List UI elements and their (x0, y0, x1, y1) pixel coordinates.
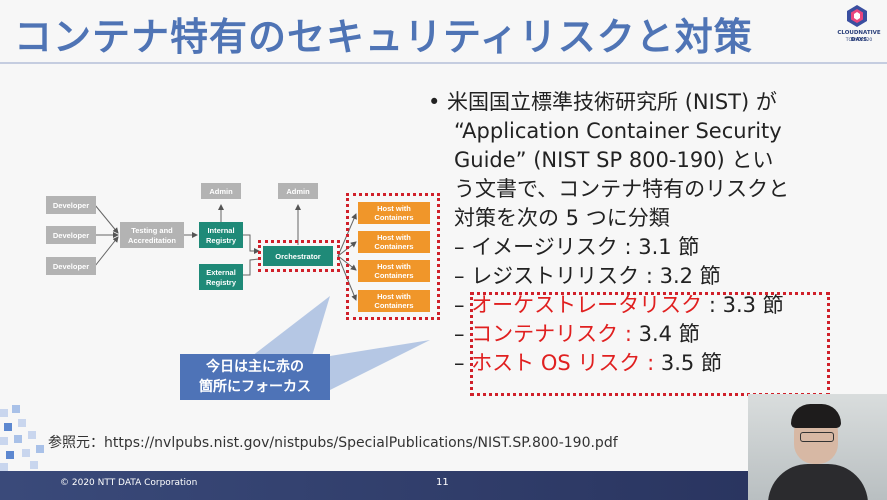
external-registry-label-2: Registry (206, 278, 237, 287)
risk-label-highlight: ホスト OS リスク : (471, 351, 661, 375)
host-label-2: Containers (374, 213, 413, 222)
intro-line: • 米国国立標準技術研究所 (NIST) が (428, 90, 777, 114)
risk-label: イメージリスク (471, 235, 618, 259)
callout-line-2: 箇所にフォーカス (199, 379, 311, 395)
developer-label: Developer (53, 201, 89, 210)
risk-prefix: – (454, 293, 472, 317)
host-label-2: Containers (374, 242, 413, 251)
admin-box-right: Admin (278, 183, 318, 199)
risk-item: – イメージリスク : 3.1 節 (454, 233, 699, 262)
internal-registry-label-1: Internal (207, 226, 234, 235)
risk-prefix: – (454, 235, 472, 259)
page-number: 11 (436, 477, 449, 488)
risk-item: – コンテナリスク : 3.4 節 (454, 320, 700, 349)
host-label-1: Host with (377, 262, 411, 271)
risk-prefix: – (454, 351, 472, 375)
logo-mark-icon (847, 5, 867, 27)
risk-item: – ホスト OS リスク : 3.5 節 (454, 349, 722, 378)
risk-section: : 3.1 節 (617, 235, 700, 259)
callout-pointer-right (300, 340, 430, 390)
risk-section: 3.5 節 (660, 351, 722, 375)
risk-prefix: – (454, 322, 472, 346)
focus-callout: 今日は主に赤の 箇所にフォーカス (180, 354, 330, 400)
host-label-2: Containers (374, 271, 413, 280)
risk-item: – オーケストレータリスク : 3.3 節 (454, 291, 784, 320)
logo-subtext: TOKYO2020 (845, 38, 873, 43)
risk-label: レジストリリスク (471, 264, 640, 288)
admin-box-left: Admin (201, 183, 241, 199)
intro-line: う文書で、コンテナ特有のリスクと (454, 177, 790, 201)
developer-label: Developer (53, 231, 89, 240)
developer-box: Developer (46, 257, 96, 275)
host-box: Host with Containers (358, 290, 430, 312)
testing-label-1: Testing and (131, 226, 173, 235)
developer-label: Developer (53, 262, 89, 271)
external-registry-label-1: External (206, 268, 236, 277)
speaker-glasses (800, 432, 834, 442)
developer-box: Developer (46, 226, 96, 244)
risk-list-highlight (470, 292, 830, 396)
callout-pointer (252, 296, 330, 356)
intro-line: 対策を次の 5 つに分類 (454, 206, 670, 230)
hosts-highlight (346, 193, 440, 320)
risk-label-highlight: オーケストレータリスク (471, 293, 703, 317)
title-divider (0, 62, 887, 64)
host-box: Host with Containers (358, 231, 430, 253)
risk-section: 3.4 節 (638, 322, 700, 346)
host-box: Host with Containers (358, 202, 430, 224)
callout-line-1: 今日は主に赤の (206, 359, 304, 375)
logo-text: CLOUDNATIVE DAYS (837, 30, 881, 43)
copyright-text: © 2020 NTT DATA Corporation (60, 478, 198, 488)
intro-line: “Application Container Security (454, 119, 782, 143)
speaker-webcam (748, 394, 887, 500)
reference-link[interactable]: 参照元：https://nvlpubs.nist.gov/nistpubs/Sp… (48, 435, 618, 451)
host-label-1: Host with (377, 204, 411, 213)
risk-prefix: – (454, 264, 472, 288)
orchestrator-highlight (258, 240, 340, 272)
risk-section: : 3.3 節 (702, 293, 784, 317)
testing-accreditation-box: Testing and Accreditation (120, 222, 184, 248)
host-label-2: Containers (374, 301, 413, 310)
admin-label: Admin (209, 187, 233, 196)
footer-bar (0, 471, 748, 500)
host-box: Host with Containers (358, 260, 430, 282)
host-label-1: Host with (377, 292, 411, 301)
speaker-hair (791, 404, 841, 428)
risk-label-highlight: コンテナリスク : (471, 322, 639, 346)
orchestrator-box: Orchestrator (263, 246, 333, 266)
internal-registry-label-2: Registry (206, 236, 237, 245)
testing-label-2: Accreditation (128, 236, 176, 245)
host-label-1: Host with (377, 233, 411, 242)
external-registry-box: External Registry (199, 264, 243, 290)
risk-section: : 3.2 節 (639, 264, 721, 288)
decorative-pattern (0, 405, 44, 471)
risk-item: – レジストリリスク : 3.2 節 (454, 262, 721, 291)
cloudnative-days-logo: CLOUDNATIVE DAYS TOKYO2020 (832, 4, 884, 52)
intro-line: Guide” (NIST SP 800-190) とい (454, 148, 774, 172)
developer-box: Developer (46, 196, 96, 214)
admin-label: Admin (286, 187, 310, 196)
orchestrator-label: Orchestrator (275, 252, 321, 261)
internal-registry-box: Internal Registry (199, 222, 243, 248)
slide-title: コンテナ特有のセキュリティリスクと対策 (14, 15, 753, 59)
